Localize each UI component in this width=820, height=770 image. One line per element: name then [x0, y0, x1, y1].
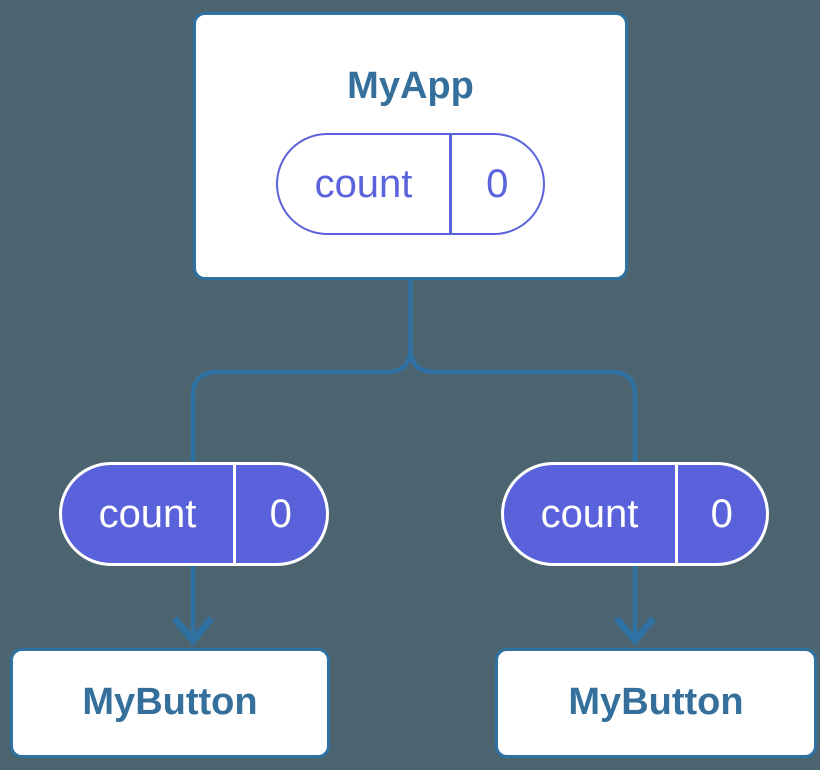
pill-divider: [233, 465, 236, 563]
state-name: count: [314, 161, 413, 206]
prop-pill-right: count 0: [501, 462, 769, 566]
connector-branch-right: [408, 345, 638, 467]
pill-divider: [449, 134, 452, 233]
state-value: 0: [486, 161, 509, 206]
prop-value: 0: [710, 492, 733, 536]
prop-name: count: [98, 492, 197, 536]
connector-branch-left: [190, 345, 413, 467]
prop-name: count: [540, 492, 639, 536]
pill-divider: [675, 465, 678, 563]
state-pill-myapp: count 0: [276, 132, 545, 235]
component-card-mybutton-right: MyButton: [495, 648, 817, 758]
arrow-down-icon: [171, 616, 215, 646]
component-card-myapp: MyApp count 0: [193, 12, 628, 280]
component-title: MyButton: [568, 681, 744, 724]
component-card-mybutton-left: MyButton: [10, 648, 330, 758]
prop-value: 0: [269, 492, 292, 536]
component-title: MyApp: [347, 65, 474, 107]
prop-pill-left: count 0: [59, 462, 329, 566]
arrow-down-icon: [613, 616, 657, 646]
component-title: MyButton: [82, 681, 258, 724]
